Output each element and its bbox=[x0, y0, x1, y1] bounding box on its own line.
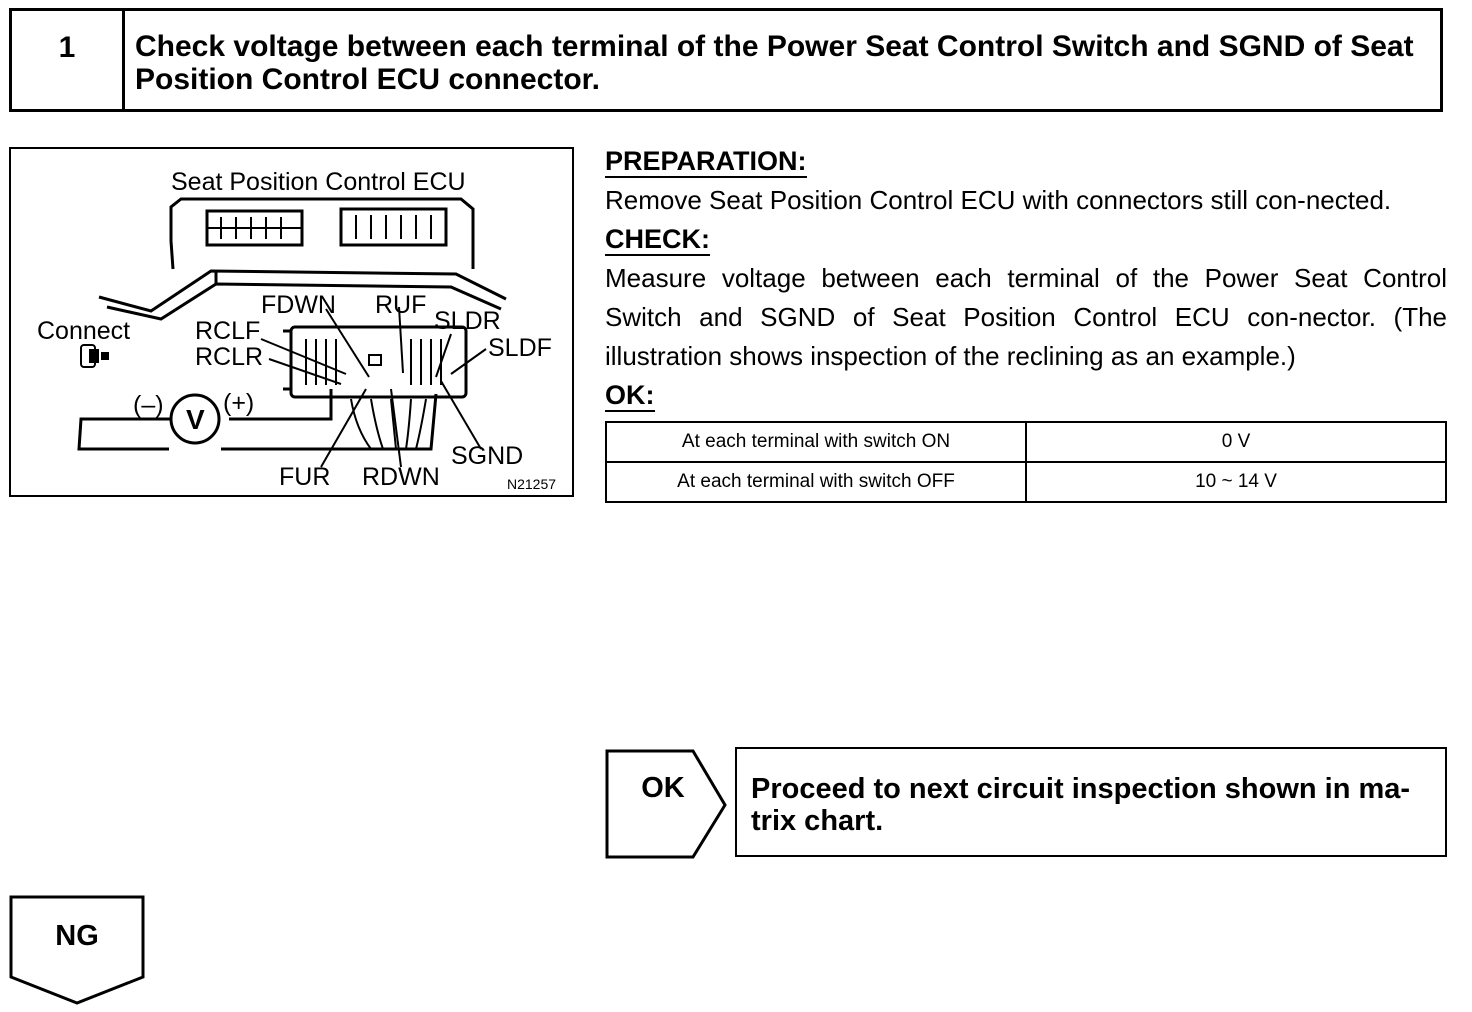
table-row: At each terminal with switch OFF 10 ~ 14… bbox=[605, 461, 1447, 503]
ecu-housing bbox=[169, 197, 475, 269]
terminal-rdwn: RDWN bbox=[362, 463, 440, 491]
ok-label: OK bbox=[641, 772, 685, 804]
meter-symbol: V bbox=[186, 404, 205, 435]
meter-minus-label: (–) bbox=[133, 391, 164, 419]
terminal-rclr: RCLR bbox=[195, 343, 263, 371]
table-cell-value: 0 V bbox=[1025, 421, 1447, 463]
terminal-rclf: RCLF bbox=[195, 317, 260, 345]
figure-title: Seat Position Control ECU bbox=[171, 168, 466, 196]
terminal-sldf: SLDF bbox=[488, 334, 552, 362]
ok-arrow-shape bbox=[605, 749, 727, 859]
harness-connector bbox=[289, 325, 468, 399]
voltmeter bbox=[169, 393, 221, 445]
terminal-sldr: SLDR bbox=[434, 307, 501, 335]
ecu-diagram: Seat Position Control ECU Connect FDWN R… bbox=[37, 168, 556, 492]
check-text: Measure voltage between each terminal of… bbox=[605, 263, 1447, 371]
figure-id: N21257 bbox=[507, 476, 556, 492]
step-number: 1 bbox=[12, 11, 125, 109]
terminal-sgnd: SGND bbox=[451, 442, 523, 470]
step-header: 1 Check voltage between each terminal of… bbox=[9, 8, 1443, 112]
meter-wire-minus bbox=[77, 417, 211, 451]
terminal-fdwn: FDWN bbox=[261, 291, 336, 319]
table-cell-condition: At each terminal with switch OFF bbox=[605, 461, 1027, 503]
step-title: Check voltage between each terminal of t… bbox=[135, 30, 1414, 96]
connect-label: Connect bbox=[37, 317, 130, 345]
table-cell-condition: At each terminal with switch ON bbox=[605, 421, 1027, 463]
ng-arrow-shape bbox=[9, 895, 145, 1005]
preparation-heading: PREPARATION: bbox=[605, 146, 807, 178]
meter-wire-plus bbox=[229, 389, 333, 421]
ecu-illustration: Seat Position Control ECU Connect FDWN R… bbox=[9, 147, 574, 497]
meter-plus-label: (+) bbox=[223, 389, 254, 417]
table-cell-value: 10 ~ 14 V bbox=[1025, 461, 1447, 503]
terminal-ruf: RUF bbox=[375, 291, 426, 319]
ecu-connector-right bbox=[339, 207, 448, 247]
terminal-fur: FUR bbox=[279, 463, 330, 491]
ng-label: NG bbox=[55, 920, 99, 952]
table-row: At each terminal with switch ON 0 V bbox=[605, 421, 1447, 463]
instructions: PREPARATION: Remove Seat Position Contro… bbox=[605, 142, 1447, 503]
ok-heading: OK: bbox=[605, 380, 655, 412]
ok-result-box: Proceed to next circuit inspection shown… bbox=[735, 747, 1447, 857]
preparation-text: Remove Seat Position Control ECU with co… bbox=[605, 185, 1392, 215]
ok-spec-table: At each terminal with switch ON 0 V At e… bbox=[605, 421, 1447, 503]
check-heading: CHECK: bbox=[605, 224, 710, 256]
